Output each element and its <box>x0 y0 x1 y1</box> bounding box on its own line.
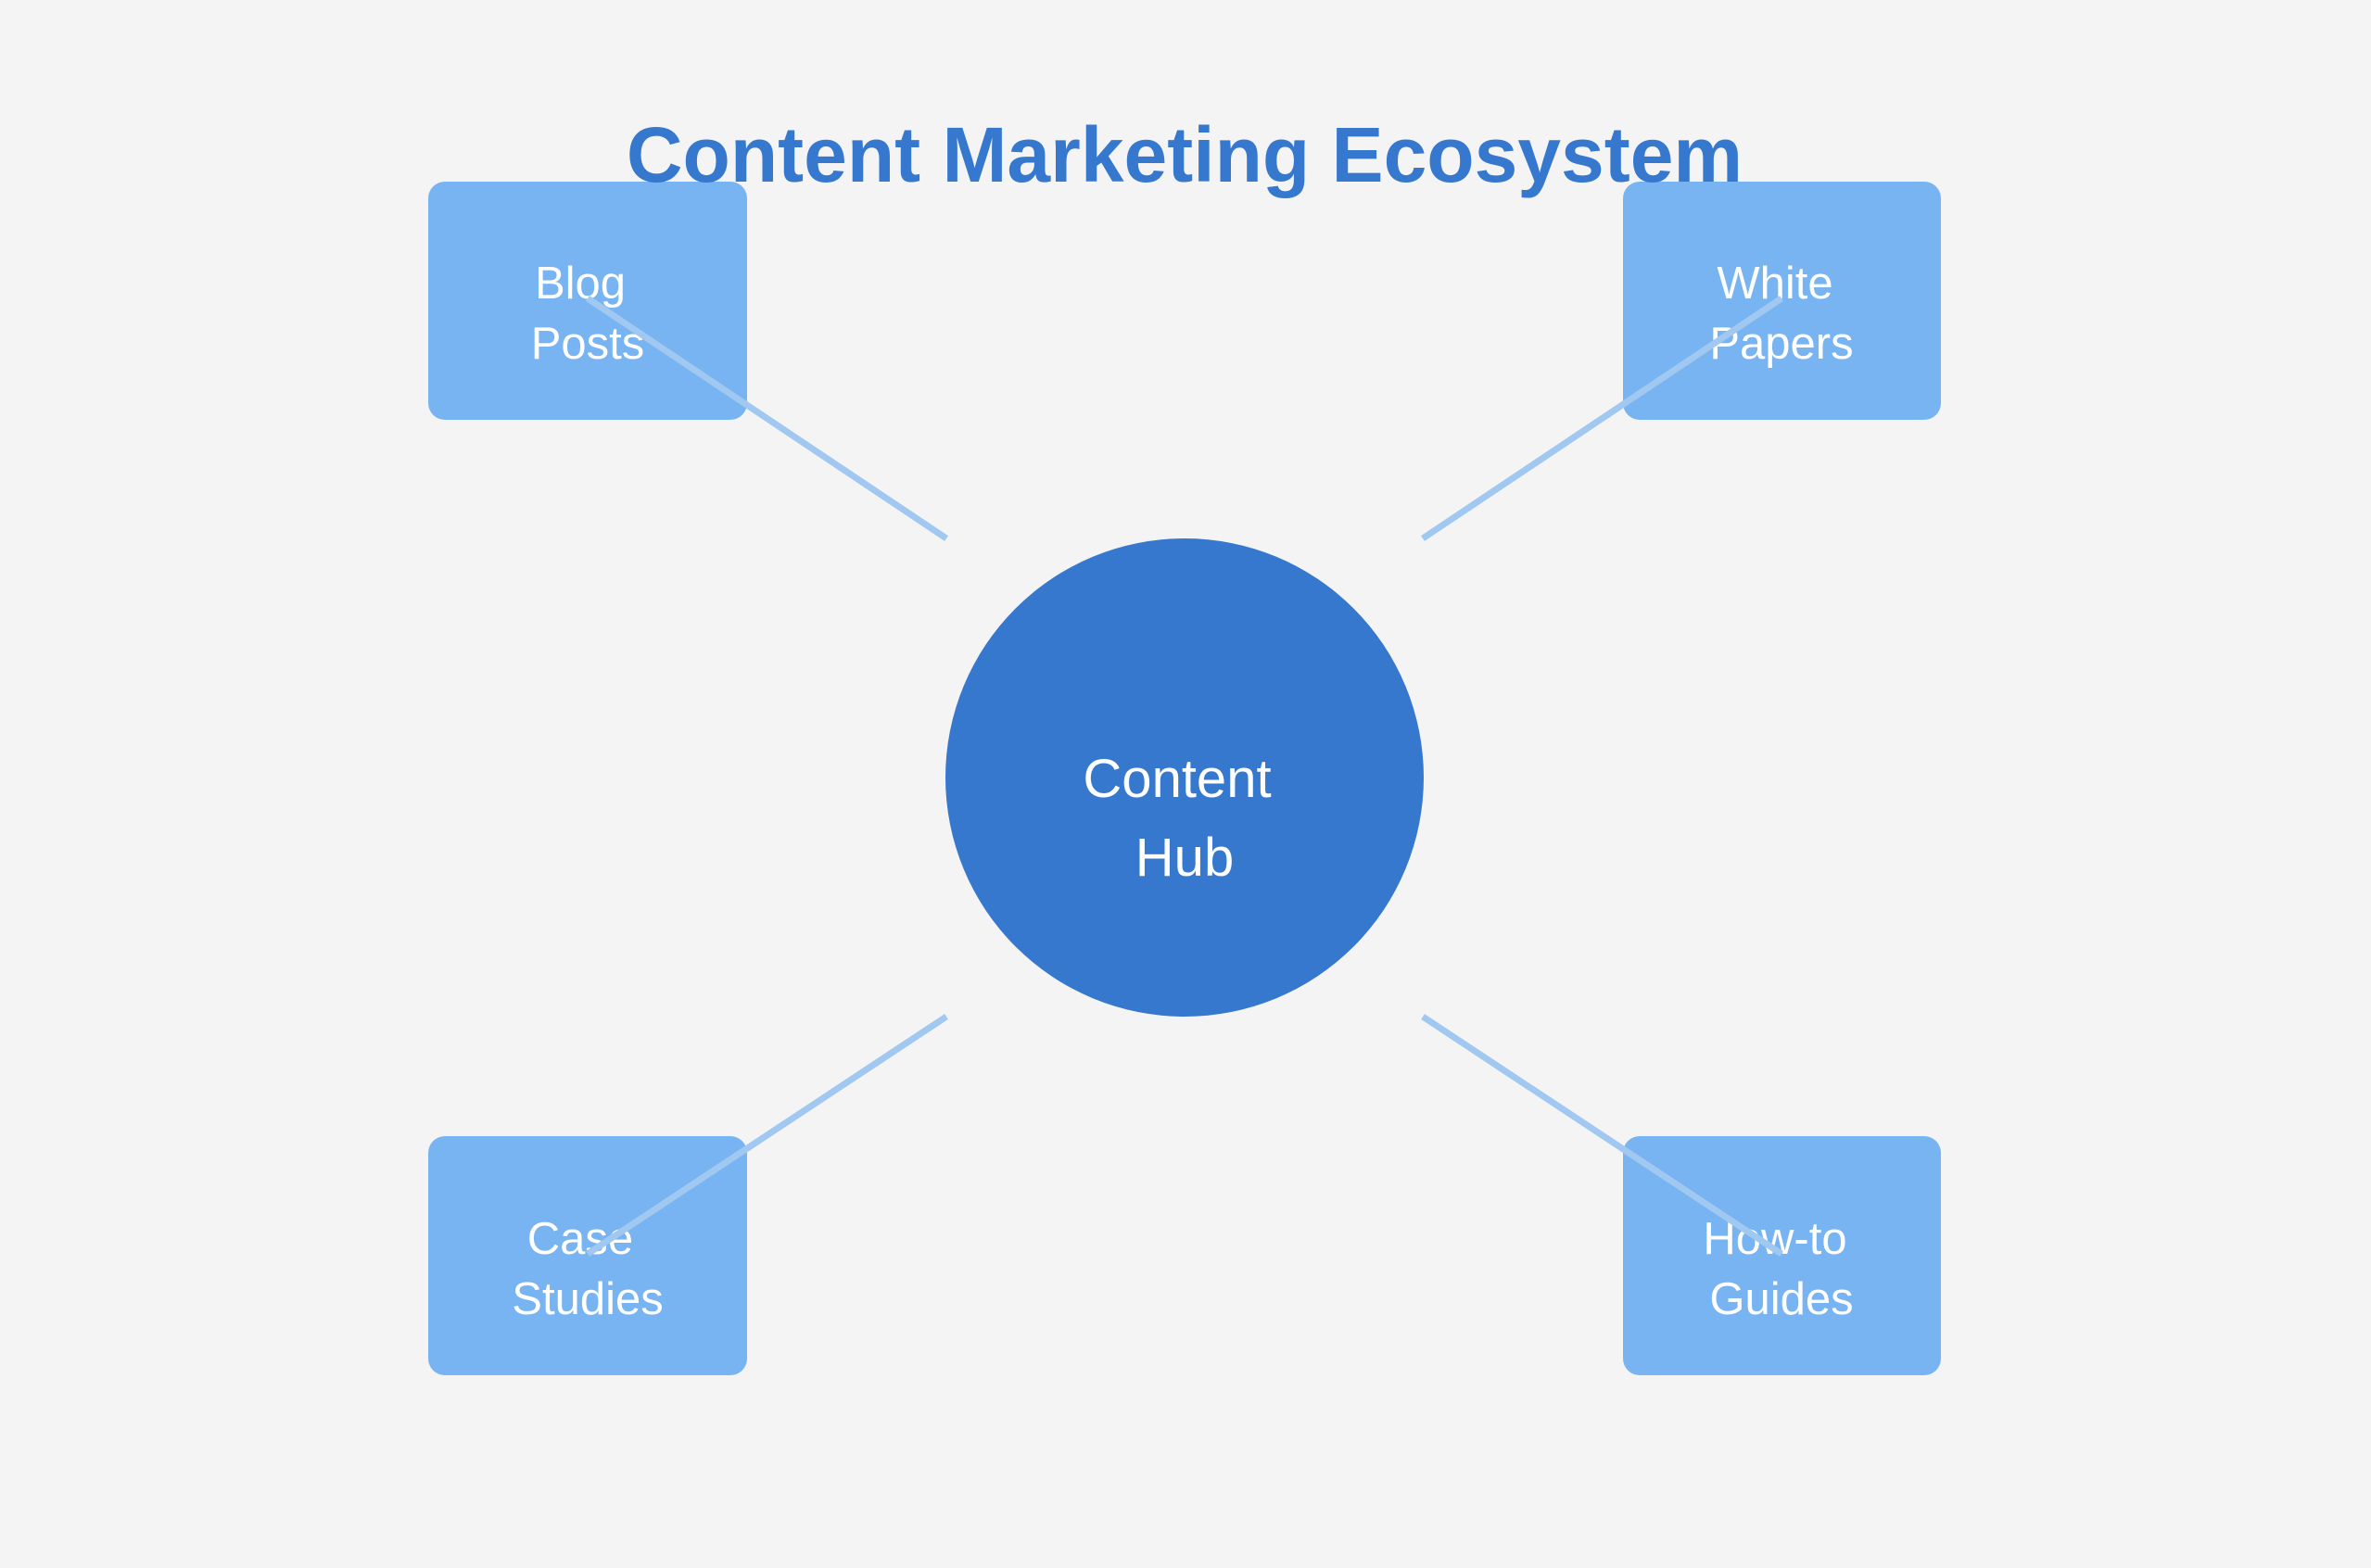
hub-label-line1: Content <box>1083 749 1271 809</box>
hub-label-line2: Hub <box>1135 828 1234 888</box>
connector-white-papers <box>1421 296 1783 541</box>
node-how-to-guides: How-to Guides <box>1623 1136 1941 1375</box>
node-label-line1: Case <box>527 1214 633 1264</box>
node-label-line1: How-to <box>1703 1214 1846 1264</box>
node-box-how-to-guides <box>1623 1136 1941 1375</box>
connector-case-studies <box>586 1014 948 1257</box>
diagram-title: Content Marketing Ecosystem <box>627 111 1743 198</box>
content-hub: Content Hub <box>945 538 1424 1017</box>
connector-blog-posts <box>586 296 948 541</box>
node-label-line2: Guides <box>1709 1274 1853 1324</box>
node-label-line2: Papers <box>1709 319 1853 369</box>
node-box-case-studies <box>428 1136 747 1375</box>
connector-how-to-guides <box>1421 1014 1783 1257</box>
node-label-line2: Studies <box>512 1274 663 1324</box>
node-case-studies: Case Studies <box>428 1136 747 1375</box>
node-label-line1: Blog <box>535 259 626 309</box>
hub-circle <box>945 538 1424 1017</box>
connectors <box>586 296 1783 1257</box>
